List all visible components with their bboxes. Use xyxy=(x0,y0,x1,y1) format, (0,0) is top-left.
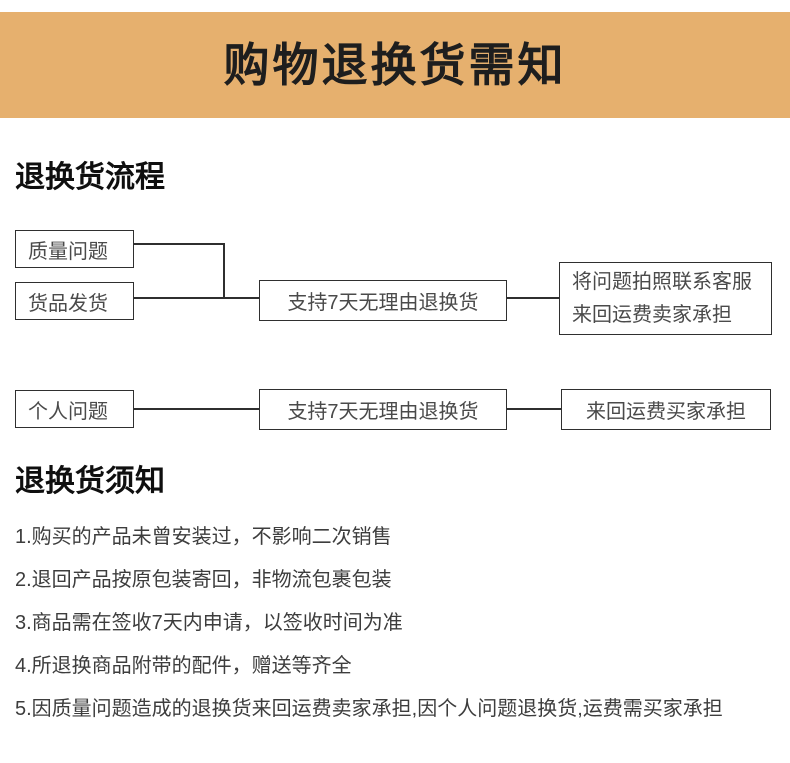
notice-item-4: 4.所退换商品附带的配件，赠送等齐全 xyxy=(15,655,352,677)
page-title: 购物退换货需知 xyxy=(223,39,567,91)
connector-line xyxy=(223,243,225,298)
notice-section-title: 退换货须知 xyxy=(15,465,165,498)
flow-box-seller-pays-shipping: 将问题拍照联系客服 来回运费卖家承担 xyxy=(559,262,772,335)
header-banner: 购物退换货需知 xyxy=(0,12,790,118)
notice-item-1: 1.购买的产品未曾安装过，不影响二次销售 xyxy=(15,526,392,548)
flow-box-buyer-pays-shipping: 来回运费买家承担 xyxy=(561,389,771,430)
connector-line xyxy=(134,297,259,299)
flow-box-personal-issue: 个人问题 xyxy=(15,390,134,428)
process-section-title: 退换货流程 xyxy=(15,161,165,194)
connector-line xyxy=(507,408,561,410)
flow-box-7day-return-row2: 支持7天无理由退换货 xyxy=(259,389,507,430)
notice-list: 1.购买的产品未曾安装过，不影响二次销售 2.退回产品按原包装寄回，非物流包裹包… xyxy=(15,516,780,731)
notice-item-3: 3.商品需在签收7天内申请，以签收时间为准 xyxy=(15,612,403,634)
connector-line xyxy=(134,408,259,410)
notice-item-5: 5.因质量问题造成的退换货来回运费卖家承担,因个人问题退换货,运费需买家承担 xyxy=(15,698,723,720)
flow-box-7day-return-row1: 支持7天无理由退换货 xyxy=(259,280,507,321)
connector-line xyxy=(134,243,224,245)
notice-item-2: 2.退回产品按原包装寄回，非物流包裹包装 xyxy=(15,569,392,591)
connector-line xyxy=(507,297,559,299)
flow-box-quality-issue: 质量问题 xyxy=(15,230,134,268)
flow-box-goods-shipped: 货品发货 xyxy=(15,282,134,320)
